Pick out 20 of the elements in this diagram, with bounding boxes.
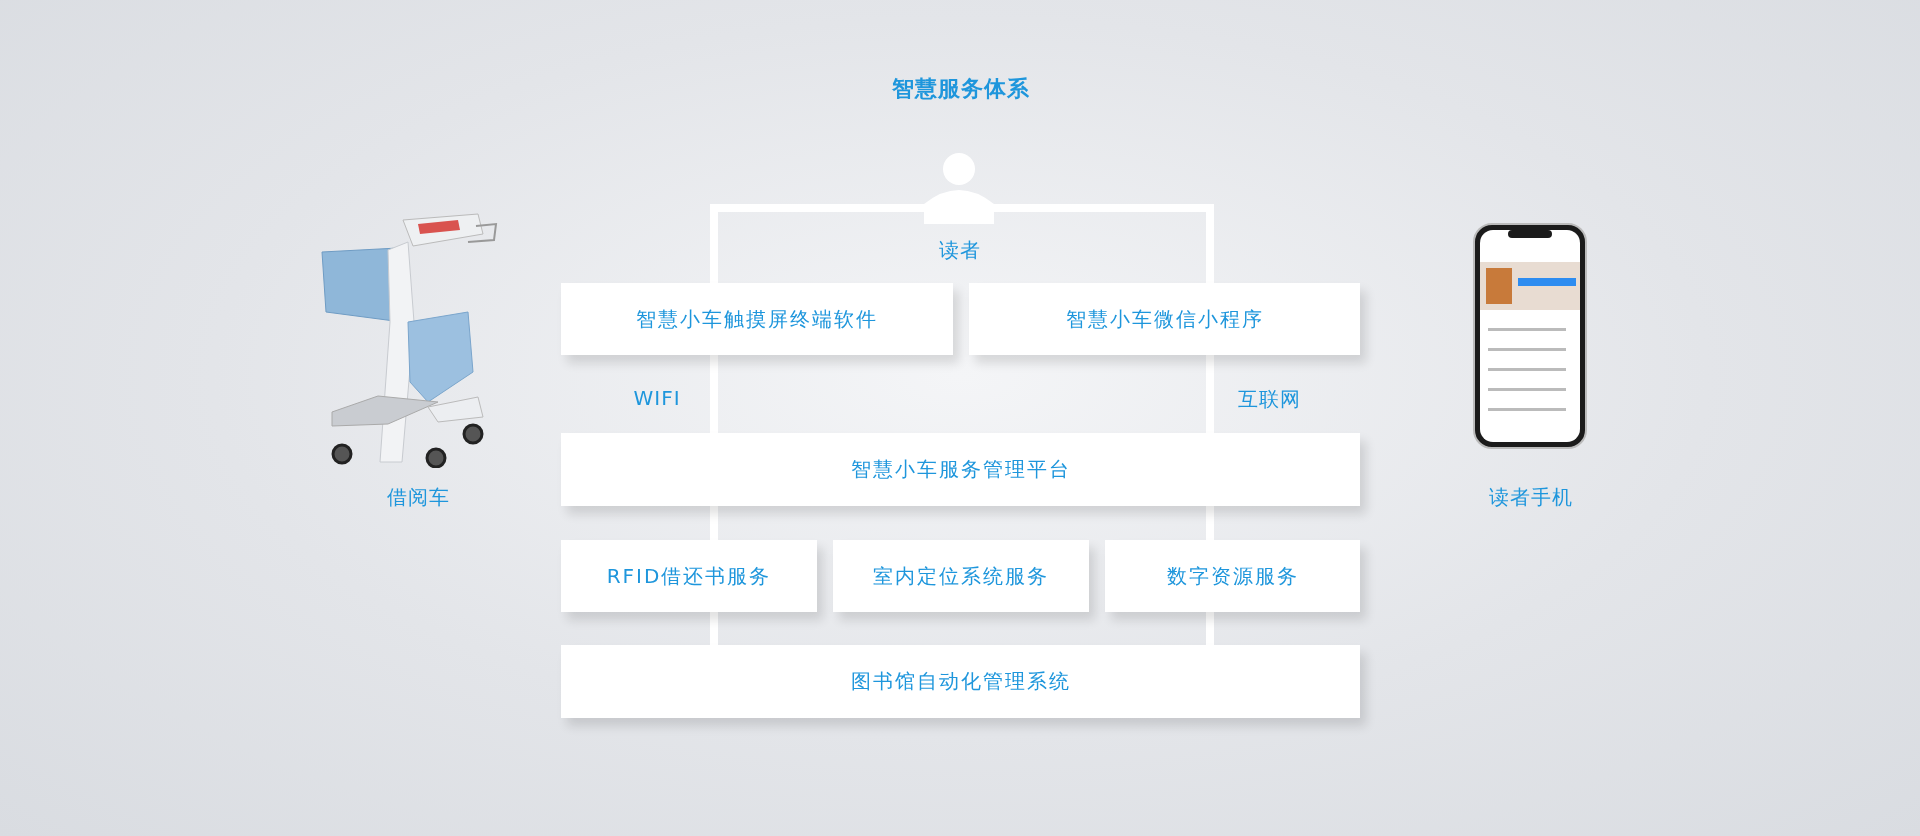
box-label: 智慧小车服务管理平台 — [850, 456, 1071, 483]
connection-label: WIFI — [633, 386, 681, 410]
service-box — [969, 283, 1360, 355]
caption-label: 读者 — [939, 237, 981, 264]
caption-label: 借阅车 — [386, 484, 450, 511]
box-label: 智慧小车微信小程序 — [1065, 305, 1264, 333]
diagram-title: 智慧服务体系 — [892, 75, 1030, 103]
connection-label: 互联网 — [1237, 386, 1301, 413]
service-box — [561, 433, 1360, 506]
service-box — [561, 540, 817, 612]
service-box — [561, 283, 953, 355]
box-label: RFID借还书服务 — [606, 562, 772, 590]
service-box — [561, 645, 1360, 718]
box-label: 数字资源服务 — [1166, 562, 1299, 590]
caption-label: 读者手机 — [1489, 484, 1573, 511]
box-label: 智慧小车触摸屏终端软件 — [636, 305, 878, 333]
box-label: 图书馆自动化管理系统 — [850, 668, 1071, 695]
service-box — [833, 540, 1089, 612]
box-label: 室内定位系统服务 — [873, 562, 1049, 590]
service-box — [1105, 540, 1360, 612]
